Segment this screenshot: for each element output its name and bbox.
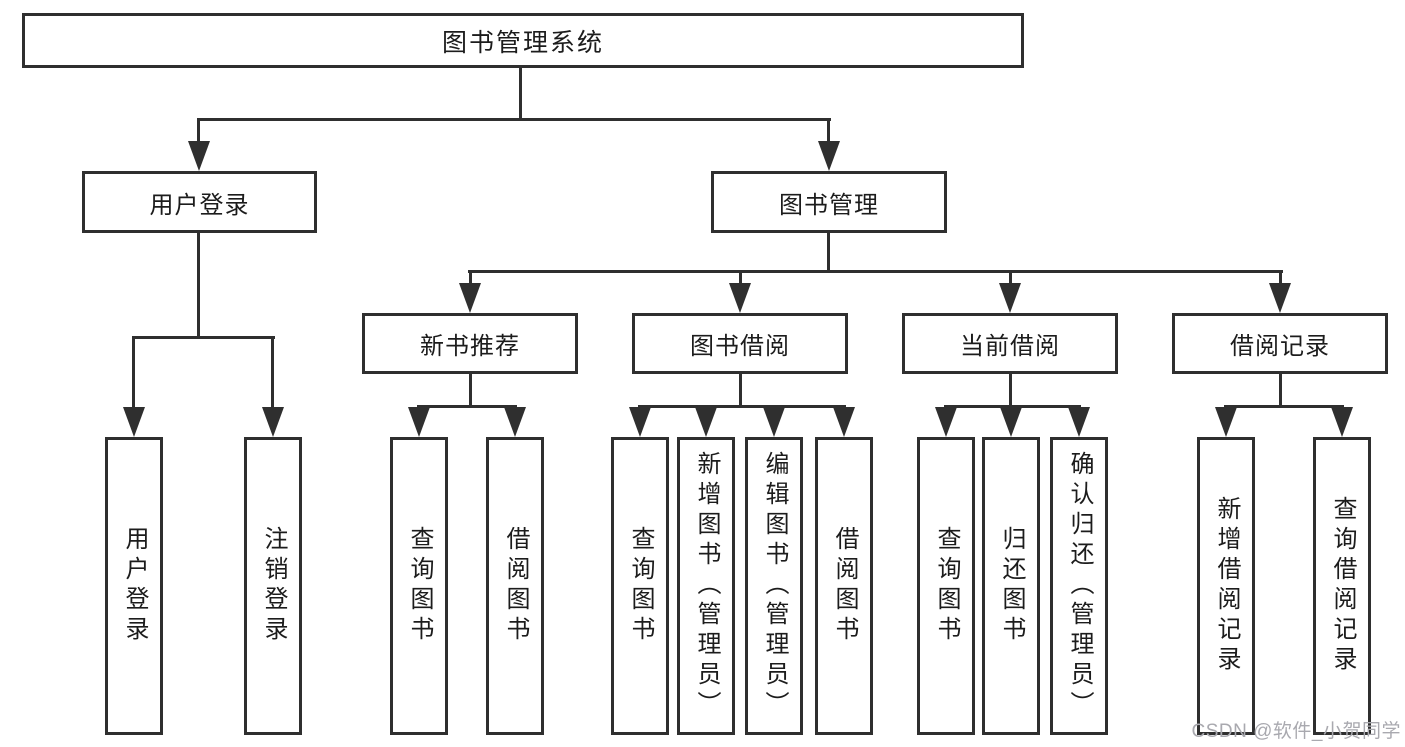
node-label: 用户登录 — [121, 526, 148, 646]
connector-newbook-branch — [417, 405, 517, 408]
leaf-records-query-record: 查询借阅记录 — [1313, 437, 1371, 735]
node-label: 借阅记录 — [1230, 333, 1330, 360]
connector-user-login-stem — [197, 231, 200, 338]
arrow-down-icon — [763, 407, 785, 437]
node-label: 归还图书 — [998, 526, 1025, 646]
node-user-login: 用户登录 — [82, 171, 317, 233]
leaf-user-login: 用户登录 — [105, 437, 163, 735]
arrow-down-icon — [262, 407, 284, 437]
node-label: 借阅图书 — [502, 526, 529, 646]
connector-level3-drop — [739, 270, 742, 286]
node-label: 新增图书（管理员） — [693, 451, 720, 721]
connector-level3-drop — [469, 270, 472, 286]
arrow-down-icon — [459, 283, 481, 313]
connector-book-mgmt-drop — [827, 118, 830, 146]
arrow-down-icon — [935, 407, 957, 437]
arrow-down-icon — [504, 407, 526, 437]
node-current-borrowing: 当前借阅 — [902, 313, 1118, 374]
leaf-newbook-borrow-books: 借阅图书 — [486, 437, 544, 735]
node-label: 查询图书 — [933, 526, 960, 646]
connector-book-mgmt-stem — [827, 231, 830, 272]
node-label: 查询图书 — [406, 526, 433, 646]
connector-leaf-drop — [271, 336, 274, 410]
arrow-down-icon — [729, 283, 751, 313]
arrow-down-icon — [695, 407, 717, 437]
node-label: 新书推荐 — [420, 333, 520, 360]
connector-current-stem — [1009, 372, 1012, 407]
arrow-down-icon — [1068, 407, 1090, 437]
connector-records-stem — [1279, 372, 1282, 407]
connector-level3-drop — [1009, 270, 1012, 286]
leaf-borrow-query-books: 查询图书 — [611, 437, 669, 735]
leaf-borrow-edit-books-admin: 编辑图书（管理员） — [745, 437, 803, 735]
arrow-down-icon — [999, 283, 1021, 313]
connector-user-login-drop — [197, 118, 200, 146]
arrow-down-icon — [1215, 407, 1237, 437]
node-library-management-system: 图书管理系统 — [22, 13, 1024, 68]
leaf-logout: 注销登录 — [244, 437, 302, 735]
connector-level3-branch — [468, 270, 1283, 273]
connector-level3-drop — [1279, 270, 1282, 286]
leaf-current-return-books: 归还图书 — [982, 437, 1040, 735]
connector-root-stem — [519, 66, 522, 120]
leaf-borrow-borrow-books: 借阅图书 — [815, 437, 873, 735]
connector-newbook-stem — [469, 372, 472, 407]
arrow-down-icon — [1000, 407, 1022, 437]
connector-current-branch — [944, 405, 1081, 408]
arrow-down-icon — [818, 141, 840, 171]
leaf-newbook-query-books: 查询图书 — [390, 437, 448, 735]
connector-user-login-branch — [132, 336, 275, 339]
leaf-current-confirm-return-admin: 确认归还（管理员） — [1050, 437, 1108, 735]
arrow-down-icon — [188, 141, 210, 171]
connector-borrow-stem — [739, 372, 742, 407]
arrow-down-icon — [833, 407, 855, 437]
node-label: 确认归还（管理员） — [1066, 451, 1093, 721]
node-label: 用户登录 — [149, 191, 250, 219]
connector-level2-branch — [197, 118, 831, 121]
arrow-down-icon — [1331, 407, 1353, 437]
arrow-down-icon — [629, 407, 651, 437]
node-label: 编辑图书（管理员） — [761, 451, 788, 721]
connector-leaf-drop — [132, 336, 135, 410]
leaf-current-query-books: 查询图书 — [917, 437, 975, 735]
node-label: 新增借阅记录 — [1213, 496, 1240, 676]
node-new-book-recommend: 新书推荐 — [362, 313, 578, 374]
node-book-borrowing: 图书借阅 — [632, 313, 848, 374]
leaf-borrow-add-books-admin: 新增图书（管理员） — [677, 437, 735, 735]
node-book-management: 图书管理 — [711, 171, 947, 233]
connector-borrow-branch — [638, 405, 846, 408]
node-label: 图书借阅 — [690, 333, 790, 360]
arrow-down-icon — [408, 407, 430, 437]
watermark: CSDN @软件_小贺同学 — [1191, 721, 1401, 742]
node-label: 图书管理 — [779, 191, 879, 219]
arrow-down-icon — [1269, 283, 1291, 313]
node-label: 查询图书 — [627, 526, 654, 646]
node-label: 借阅图书 — [831, 526, 858, 646]
node-borrowing-records: 借阅记录 — [1172, 313, 1388, 374]
arrow-down-icon — [123, 407, 145, 437]
node-label: 查询借阅记录 — [1329, 496, 1356, 676]
node-label: 图书管理系统 — [441, 28, 604, 57]
node-label: 注销登录 — [260, 526, 287, 646]
leaf-records-add-record: 新增借阅记录 — [1197, 437, 1255, 735]
connector-records-branch — [1224, 405, 1344, 408]
node-label: 当前借阅 — [960, 333, 1060, 360]
